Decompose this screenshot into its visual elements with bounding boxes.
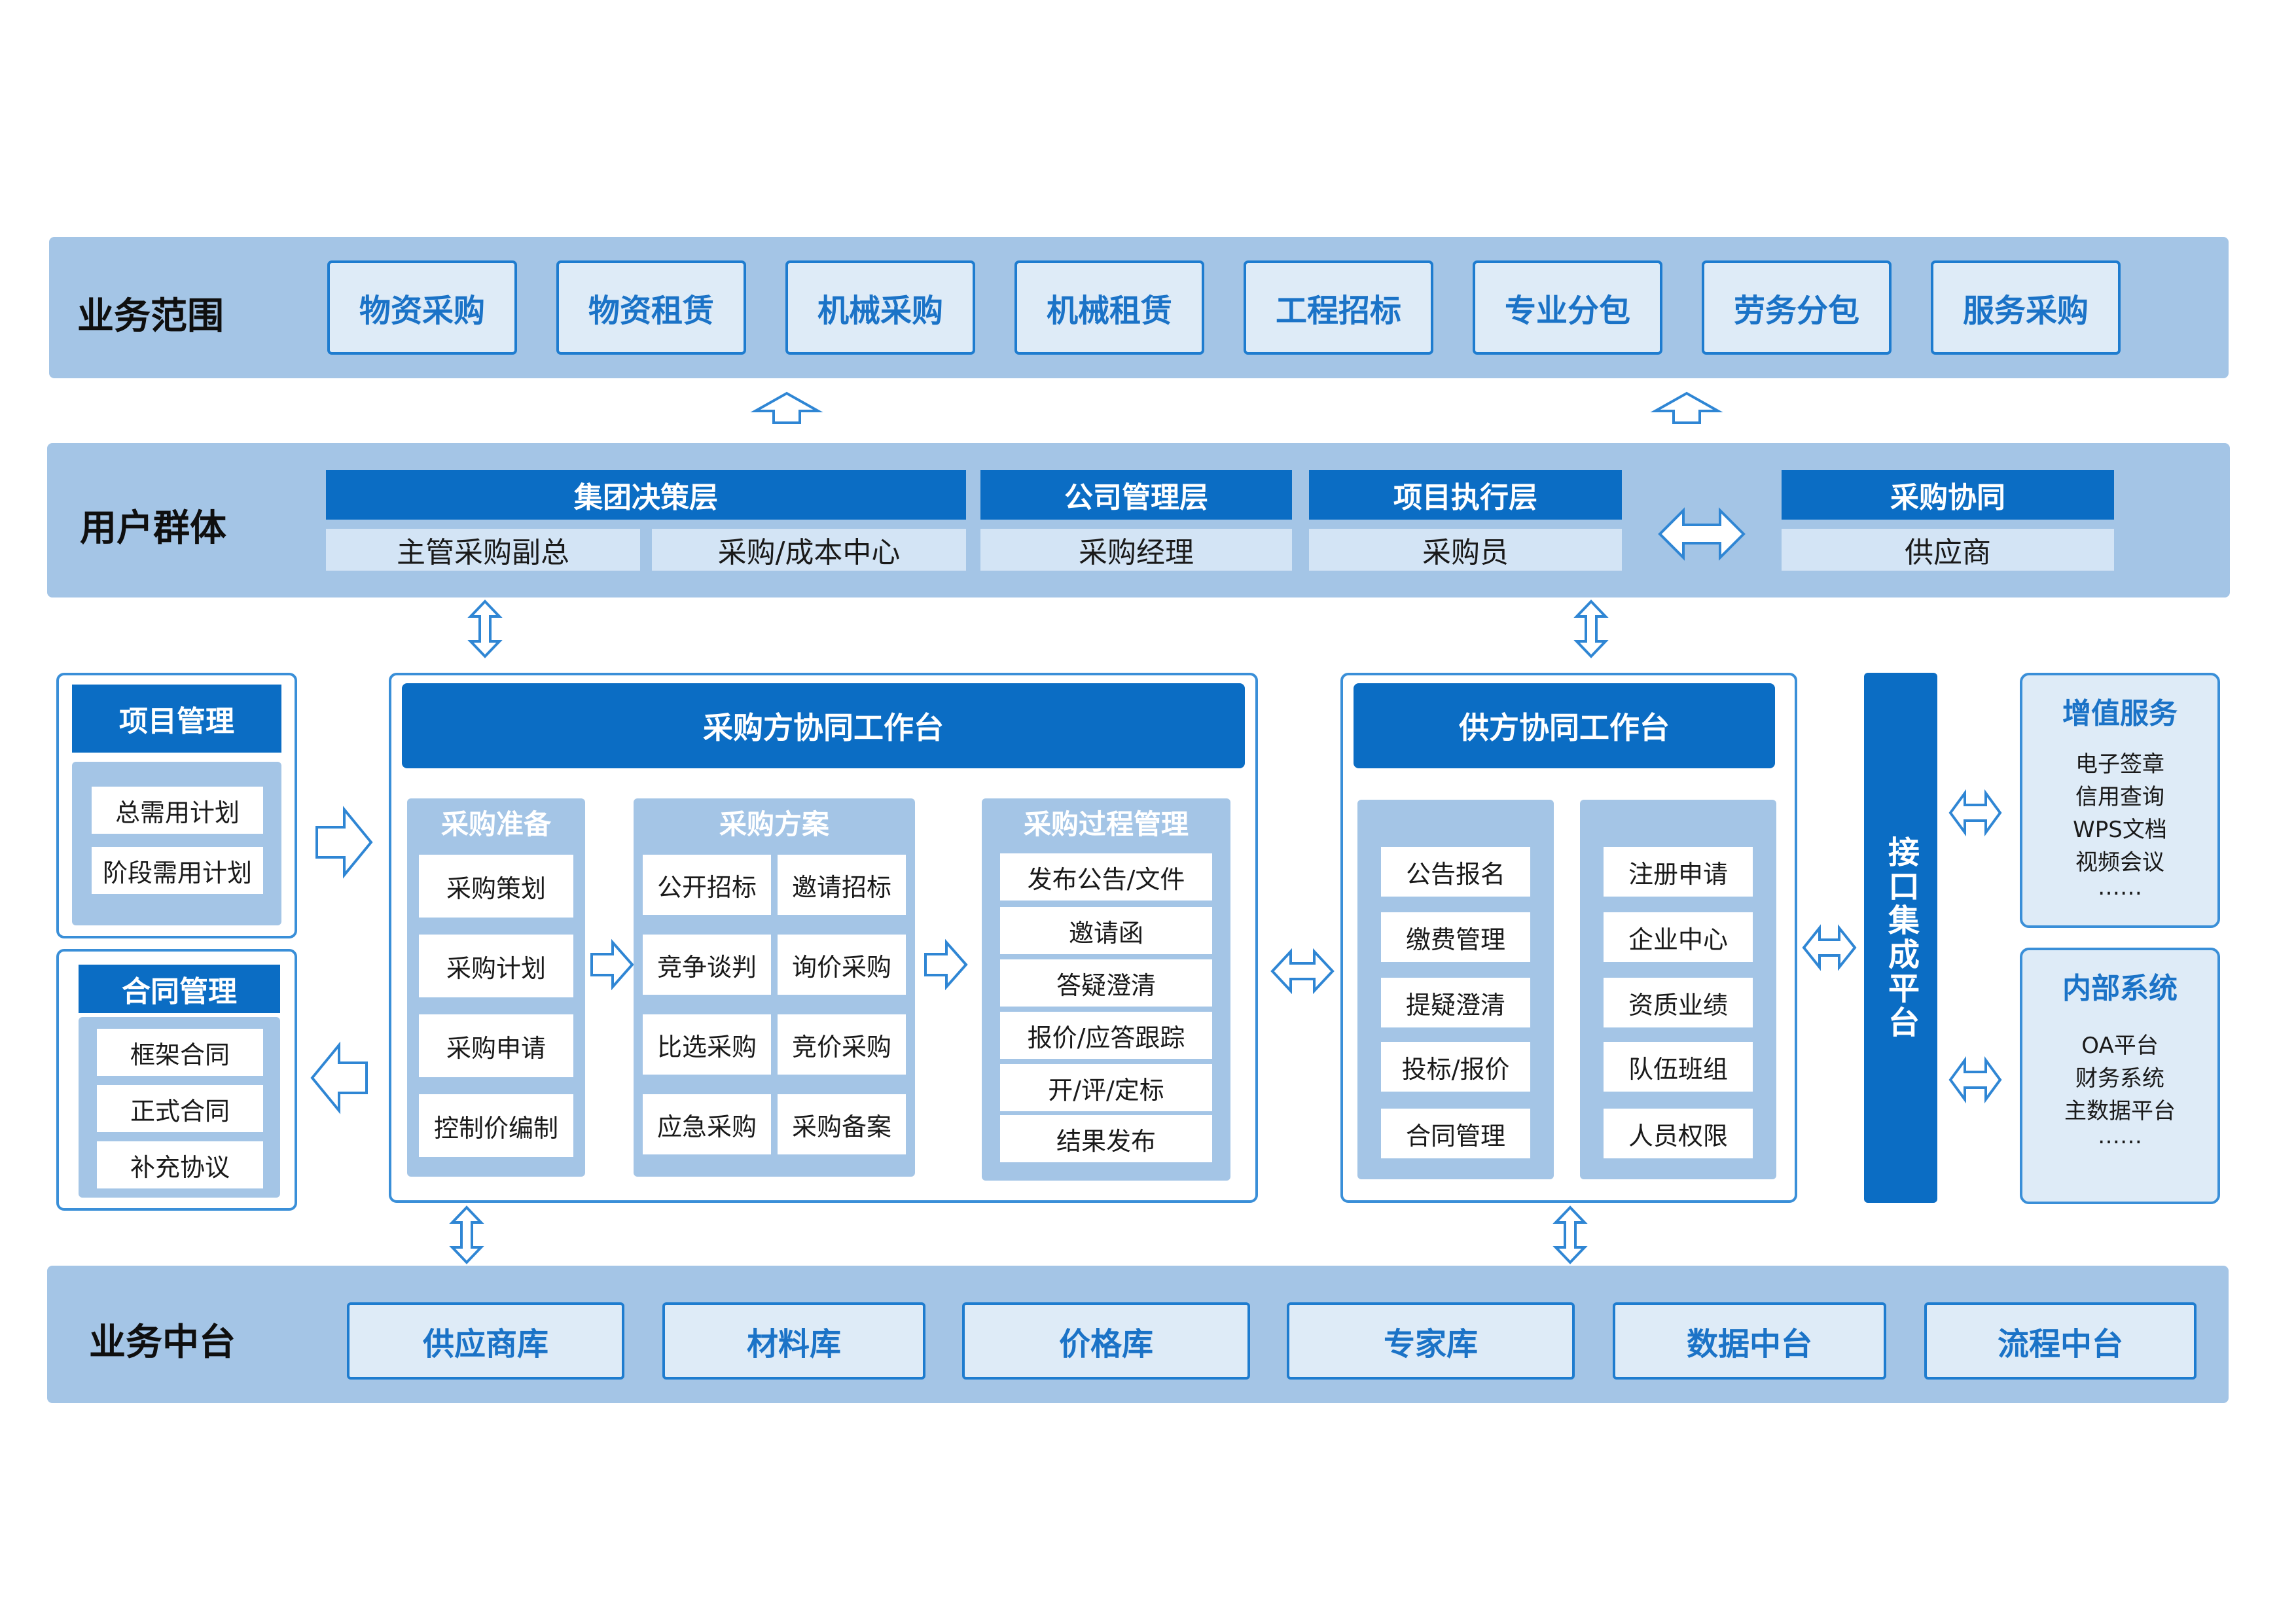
question-clarification[interactable]: 提疑澄清 (1381, 978, 1530, 1027)
scope-item-machine-lease[interactable]: 机械租赁 (1014, 260, 1204, 355)
group-decision-header: 集团决策层 (326, 470, 966, 520)
user-cell-buyer: 采购员 (1309, 529, 1622, 571)
up-arrow-icon (1650, 391, 1723, 424)
ellipsis: …… (2098, 1123, 2142, 1149)
company-management-header: 公司管理层 (980, 470, 1292, 520)
interface-title: 接口集成平台 (1882, 836, 1919, 1040)
wps-docs[interactable]: WPS文档 (2073, 817, 2167, 843)
middle-platform-label: 业务中台 (89, 1321, 236, 1364)
bid-quote[interactable]: 投标/报价 (1381, 1042, 1530, 1092)
interface-integration-platform[interactable]: 接口集成平台 (1864, 673, 1937, 1203)
internal-systems-title: 内部系统 (2062, 972, 2178, 1005)
control-price[interactable]: 控制价编制 (419, 1094, 573, 1157)
user-cell-vp: 主管采购副总 (326, 529, 640, 571)
scope-item-engineering-tender[interactable]: 工程招标 (1244, 260, 1433, 355)
ellipsis: …… (2098, 874, 2142, 901)
data-middle-platform[interactable]: 数据中台 (1613, 1302, 1886, 1380)
process-title: 采购过程管理 (1023, 808, 1189, 840)
supplementary-agreement[interactable]: 补充协议 (97, 1141, 263, 1188)
price-library[interactable]: 价格库 (962, 1302, 1250, 1380)
fee-management[interactable]: 缴费管理 (1381, 912, 1530, 962)
inquiry-purchase[interactable]: 询价采购 (778, 935, 906, 995)
internal-systems-panel: 内部系统 OA平台 财务系统 主数据平台 …… (2020, 948, 2220, 1204)
left-arrow-icon (310, 1041, 368, 1115)
registration-application[interactable]: 注册申请 (1604, 847, 1753, 897)
scope-item-material-lease[interactable]: 物资租赁 (556, 260, 746, 355)
open-tender[interactable]: 公开招标 (643, 855, 771, 915)
double-arrow-icon (1948, 789, 2002, 837)
notice-registration[interactable]: 公告报名 (1381, 847, 1530, 897)
publish-notice[interactable]: 发布公告/文件 (1000, 853, 1212, 901)
master-data-platform[interactable]: 主数据平台 (2064, 1098, 2176, 1124)
user-cell-manager: 采购经理 (980, 529, 1292, 571)
enterprise-center[interactable]: 企业中心 (1604, 912, 1753, 962)
quote-tracking[interactable]: 报价/应答跟踪 (1000, 1012, 1212, 1059)
users-label: 用户群体 (80, 507, 226, 550)
oa-platform[interactable]: OA平台 (2081, 1033, 2159, 1059)
double-arrow-icon (1270, 948, 1335, 995)
user-cell-supplier: 供应商 (1782, 529, 2114, 571)
team-crew[interactable]: 队伍班组 (1604, 1042, 1753, 1092)
right-arrow-icon (315, 806, 373, 879)
bidding-purchase[interactable]: 竞价采购 (778, 1014, 906, 1075)
project-management-title: 项目管理 (72, 685, 281, 753)
value-added-title: 增值服务 (2062, 697, 2178, 730)
credit-query[interactable]: 信用查询 (2075, 784, 2164, 810)
comparative-selection[interactable]: 比选采购 (643, 1014, 771, 1075)
material-library[interactable]: 材料库 (662, 1302, 925, 1380)
framework-contract[interactable]: 框架合同 (97, 1029, 263, 1076)
stage-demand-plan[interactable]: 阶段需用计划 (92, 847, 263, 894)
vertical-double-arrow-icon (449, 1205, 484, 1264)
supplier-workbench-title: 供方协同工作台 (1354, 683, 1775, 768)
scope-label: 业务范围 (77, 295, 224, 338)
scope-item-machine-purchase[interactable]: 机械采购 (785, 260, 975, 355)
vertical-double-arrow-icon (1552, 1205, 1588, 1264)
process-middle-platform[interactable]: 流程中台 (1924, 1302, 2197, 1380)
supplier-contract-management[interactable]: 合同管理 (1381, 1109, 1530, 1158)
plan-title: 采购方案 (719, 808, 829, 840)
project-execution-header: 项目执行层 (1309, 470, 1622, 520)
project-management-panel: 项目管理 总需用计划 阶段需用计划 (56, 673, 297, 938)
open-evaluate-award[interactable]: 开/评/定标 (1000, 1064, 1212, 1111)
procurement-request[interactable]: 采购申请 (419, 1014, 573, 1077)
double-arrow-icon (1658, 507, 1746, 561)
scope-item-professional-subcontract[interactable]: 专业分包 (1473, 260, 1662, 355)
users-band (47, 443, 2230, 597)
expert-library[interactable]: 专家库 (1287, 1302, 1575, 1380)
scope-item-service-purchase[interactable]: 服务采购 (1931, 260, 2121, 355)
prep-title: 采购准备 (440, 808, 551, 840)
double-arrow-icon (1948, 1056, 2002, 1104)
scope-item-labor-subcontract[interactable]: 劳务分包 (1702, 260, 1892, 355)
value-added-services-panel: 增值服务 电子签章 信用查询 WPS文档 视频会议 …… (2020, 673, 2220, 928)
procurement-collab-header: 采购协同 (1782, 470, 2114, 520)
purchase-filing[interactable]: 采购备案 (778, 1094, 906, 1154)
buyer-workbench-title: 采购方协同工作台 (402, 683, 1245, 768)
result-publish[interactable]: 结果发布 (1000, 1115, 1212, 1162)
vertical-double-arrow-icon (1573, 599, 1609, 658)
double-arrow-icon (1802, 924, 1857, 971)
procurement-plan[interactable]: 采购计划 (419, 935, 573, 997)
right-arrow-icon (924, 938, 968, 991)
video-meeting[interactable]: 视频会议 (2075, 849, 2164, 876)
up-arrow-icon (750, 391, 823, 424)
formal-contract[interactable]: 正式合同 (97, 1085, 263, 1132)
contract-management-title: 合同管理 (79, 965, 280, 1013)
supplier-library[interactable]: 供应商库 (347, 1302, 624, 1380)
invitation-letter[interactable]: 邀请函 (1000, 907, 1212, 954)
vertical-double-arrow-icon (467, 599, 503, 658)
e-signature[interactable]: 电子签章 (2075, 751, 2164, 777)
procurement-planning[interactable]: 采购策划 (419, 855, 573, 918)
emergency-purchase[interactable]: 应急采购 (643, 1094, 771, 1154)
scope-item-material-purchase[interactable]: 物资采购 (327, 260, 517, 355)
right-arrow-icon (590, 938, 634, 991)
competitive-negotiation[interactable]: 竞争谈判 (643, 935, 771, 995)
invited-tender[interactable]: 邀请招标 (778, 855, 906, 915)
finance-system[interactable]: 财务系统 (2075, 1065, 2164, 1092)
user-cell-cost-center: 采购/成本中心 (652, 529, 966, 571)
q-and-a-clarification[interactable]: 答疑澄清 (1000, 959, 1212, 1007)
contract-management-panel: 合同管理 框架合同 正式合同 补充协议 (56, 949, 297, 1211)
qualification-performance[interactable]: 资质业绩 (1604, 978, 1753, 1027)
total-demand-plan[interactable]: 总需用计划 (92, 787, 263, 834)
personnel-permissions[interactable]: 人员权限 (1604, 1109, 1753, 1158)
